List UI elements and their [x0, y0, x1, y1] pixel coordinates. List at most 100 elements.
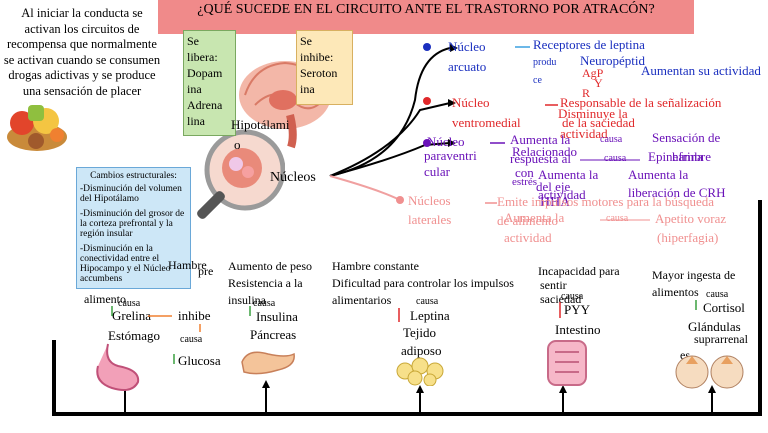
arcuato-name-2: arcuato [448, 59, 487, 74]
eje-label: del eje [536, 179, 571, 194]
released-hormones-box: Se libera: Dopam ina Adrena lina [183, 30, 236, 136]
con-label: con [515, 165, 534, 180]
green-line: ina [187, 82, 202, 96]
glandulas-causa: causa [706, 289, 729, 300]
estomago-top-1: Hambre [168, 258, 207, 272]
adiposo-causa: causa [416, 296, 439, 307]
intro-text: Al iniciar la conducta se activan los ci… [3, 6, 161, 98]
cortisol-label: Cortisol [703, 300, 745, 315]
aumenta-lat-label: Aumenta la [504, 210, 565, 225]
green-line: Dopam [187, 66, 223, 80]
green-line: Adrena [187, 98, 223, 112]
adiposo-top-2: Dificultad para controlar los impulsos [332, 276, 514, 290]
grelina-label: Grelina [112, 308, 151, 323]
intestino-top-2: sentir [540, 278, 567, 292]
relacionado-label: Relacionado [512, 144, 577, 159]
adiposo-organ-2: adiposo [401, 343, 442, 358]
pancreas-organ: Páncreas [250, 327, 297, 342]
change-item: -Disminución en la conectividad entre el… [80, 244, 171, 284]
apetito-label-2: (hiperfagia) [657, 230, 719, 245]
pancreas-causa: causa [253, 298, 276, 309]
intestino-top-3: saciedad [540, 292, 582, 306]
saciedad-label: de la saciedad [562, 115, 635, 130]
causa-lat-label: causa [606, 213, 629, 224]
sensacion-label: Sensación de [652, 130, 721, 145]
hypothalamus-label-2: o [234, 137, 241, 152]
estomago-top-2: pre [198, 264, 214, 278]
paraventricular-name: Núcleo [427, 134, 465, 149]
arcuato-name: Núcleo [448, 39, 486, 54]
change-item: -Disminución del volumen del Hipotálamo [80, 184, 182, 204]
intestine-icon [547, 340, 587, 386]
epinefrina-label: Epinefrina [648, 149, 703, 164]
apetito-label: Apetito voraz [655, 211, 727, 226]
pyy-label: PYY [564, 302, 591, 317]
aumenta-lat-label-2: actividad [504, 230, 552, 245]
causa1-label: causa [600, 134, 623, 145]
laterales-name-2: laterales [408, 212, 452, 227]
pancreas-icon [241, 351, 295, 375]
glandulas-organ-2: suprarrenal [694, 332, 748, 346]
structural-changes-box: Cambios estructurales: -Disminución del … [76, 167, 191, 289]
food-illustration [7, 105, 67, 151]
estomago-organ: Estómago [108, 328, 160, 343]
green-line: libera: [187, 50, 218, 64]
yellow-line: Seroton [300, 66, 338, 80]
neuropeptide-label: Neuropéptid [580, 53, 645, 68]
glandulas-organ-3: es [680, 348, 690, 362]
insulina-label: Insulina [256, 309, 298, 324]
glucosa-causa: causa [180, 334, 203, 345]
adiposo-top-3: alimentarios [332, 293, 392, 307]
glandulas-top-2: alimentos [652, 285, 699, 299]
disminuye-label: Disminuye la [558, 106, 628, 121]
stomach-icon [96, 343, 140, 391]
nucleos-label: Núcleos [270, 170, 316, 185]
inhibited-hormones-box: Se inhibe: Seroton ina [296, 30, 353, 105]
yellow-line: inhibe: [300, 50, 334, 64]
pancreas-top-2: Resistencia a la [228, 276, 303, 290]
inhibe-label: inhibe [178, 308, 211, 323]
aumenta1-label: Aumenta la [510, 132, 571, 147]
eje-label-2: HHA [540, 195, 571, 210]
ventromedial-name-2: ventromedial [452, 115, 521, 130]
pancreas-top-1: Aumento de peso [228, 259, 312, 273]
causa2-label: causa [604, 153, 627, 164]
adrenal-glands-icon [675, 355, 744, 389]
produce-label: produ [533, 57, 557, 68]
hypothalamus-label: Hipotálami [231, 117, 290, 132]
responsable-label: Responsable de la señalización [560, 95, 722, 110]
yellow-line: Se [300, 34, 312, 48]
adiposo-top-1: Hambre constante [332, 259, 419, 273]
glandulas-top-1: Mayor ingesta de [652, 268, 736, 282]
emite-label: Emite impulsos motores para la búsqueda [497, 194, 714, 209]
aumenta2-label: Aumenta la [538, 167, 599, 182]
adiposo-organ: Tejido [403, 325, 437, 340]
leptina-receptors: Receptores de leptina [533, 37, 645, 52]
estres-label: estrés [512, 176, 538, 188]
produce-label-2: ce [533, 75, 542, 86]
intestino-causa: causa [561, 291, 584, 302]
disminuye-label-2: actividad [560, 126, 608, 141]
adipose-tissue-icon [396, 357, 444, 386]
paraventricular-name-3: cular [424, 164, 450, 179]
estomago-top-3: alimento [84, 292, 126, 306]
liberacion-label-2: liberación de CRH [628, 185, 726, 200]
glandulas-organ: Glándulas [688, 319, 741, 334]
estomago-causa: causa [118, 298, 141, 309]
alimento-label: de alimento [497, 213, 559, 228]
green-line: lina [187, 114, 205, 128]
magnifier-illustration [197, 129, 285, 219]
leptina-label: Leptina [410, 308, 450, 323]
aumenta1-label-2: respuesta al [510, 151, 572, 166]
green-line: Se [187, 34, 199, 48]
intestino-top-1: Incapacidad para [538, 264, 620, 278]
intestino-organ: Intestino [555, 322, 601, 337]
agrp-label-3: R [582, 86, 591, 100]
aumentan-label: Aumentan su actividad [641, 63, 761, 78]
paraventricular-name-2: paraventri [424, 148, 477, 163]
pancreas-top-3: insulina [228, 293, 266, 307]
laterales-name: Núcleos [408, 193, 451, 208]
agrp-label-2: Y [594, 76, 603, 90]
